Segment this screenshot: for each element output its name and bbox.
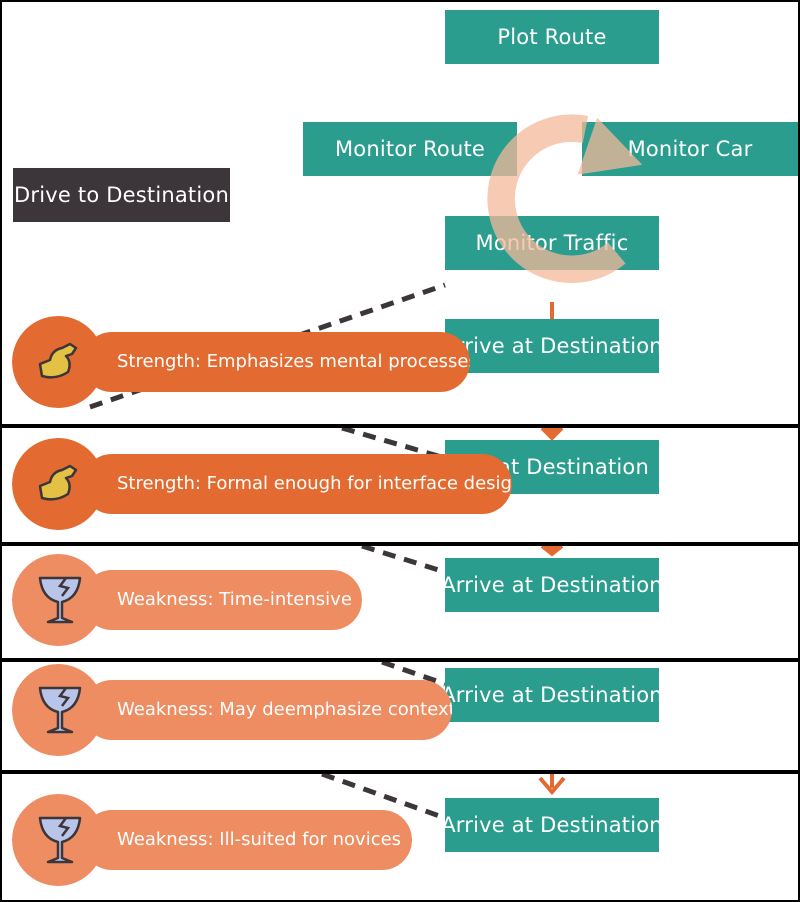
flexed-arm-icon [38, 464, 78, 501]
panel-strength-2: at Destination Strength: Formal enough f… [0, 426, 800, 544]
step-label: at Destination [497, 455, 649, 479]
panel-weakness-2: Arrive at Destination Weakness: May deem… [0, 660, 800, 772]
panel-weakness-3: Arrive at Destination Weakness: Ill-suit… [0, 772, 800, 902]
step-monitor-route: Monitor Route [303, 122, 517, 176]
assessment-label: Strength: Emphasizes mental processes [117, 351, 470, 372]
assessment-label: Weakness: Time-intensive [117, 589, 352, 610]
broken-glass-icon [38, 816, 82, 864]
step-label: Arrive at Destination [441, 683, 663, 707]
step-label: Arrive at Destination [441, 334, 663, 358]
assessment-weakness: Weakness: May deemphasize context [12, 664, 452, 756]
root-task: Drive to Destination [13, 168, 230, 222]
cycle-arrow-icon [487, 114, 643, 283]
assessment-label: Weakness: Ill-suited for novices [117, 829, 402, 850]
flexed-arm-icon [38, 342, 78, 379]
broken-glass-icon [38, 576, 82, 624]
step-monitor-car: Monitor Car [582, 122, 798, 176]
assessment-strength: Strength: Emphasizes mental processes [12, 316, 470, 408]
panel-full-diagram: Plot Route Monitor Route Monitor Car Mon… [0, 0, 800, 426]
assessment-label: Weakness: May deemphasize context [117, 699, 452, 720]
step-plot-route: Plot Route [445, 10, 659, 64]
step-arrive: Arrive at Destination [441, 319, 663, 373]
assessment-label: Strength: Formal enough for interface de… [117, 473, 512, 494]
step-arrive: Arrive at Destination [441, 798, 663, 852]
step-arrive: Arrive at Destination [441, 558, 663, 612]
step-label: Arrive at Destination [441, 573, 663, 597]
step-label: Monitor Route [334, 137, 486, 161]
assessment-weakness: Weakness: Ill-suited for novices [12, 794, 412, 886]
panel-weakness-1: Arrive at Destination Weakness: Time-int… [0, 544, 800, 660]
step-arrive: Arrive at Destination [441, 668, 663, 722]
step-label: Plot Route [497, 25, 607, 49]
root-label: Drive to Destination [14, 183, 229, 207]
step-label: Arrive at Destination [441, 813, 663, 837]
broken-glass-icon [38, 686, 82, 734]
assessment-weakness: Weakness: Time-intensive [12, 554, 362, 646]
step-label: Monitor Car [627, 137, 753, 161]
assessment-strength: Strength: Formal enough for interface de… [12, 438, 512, 530]
